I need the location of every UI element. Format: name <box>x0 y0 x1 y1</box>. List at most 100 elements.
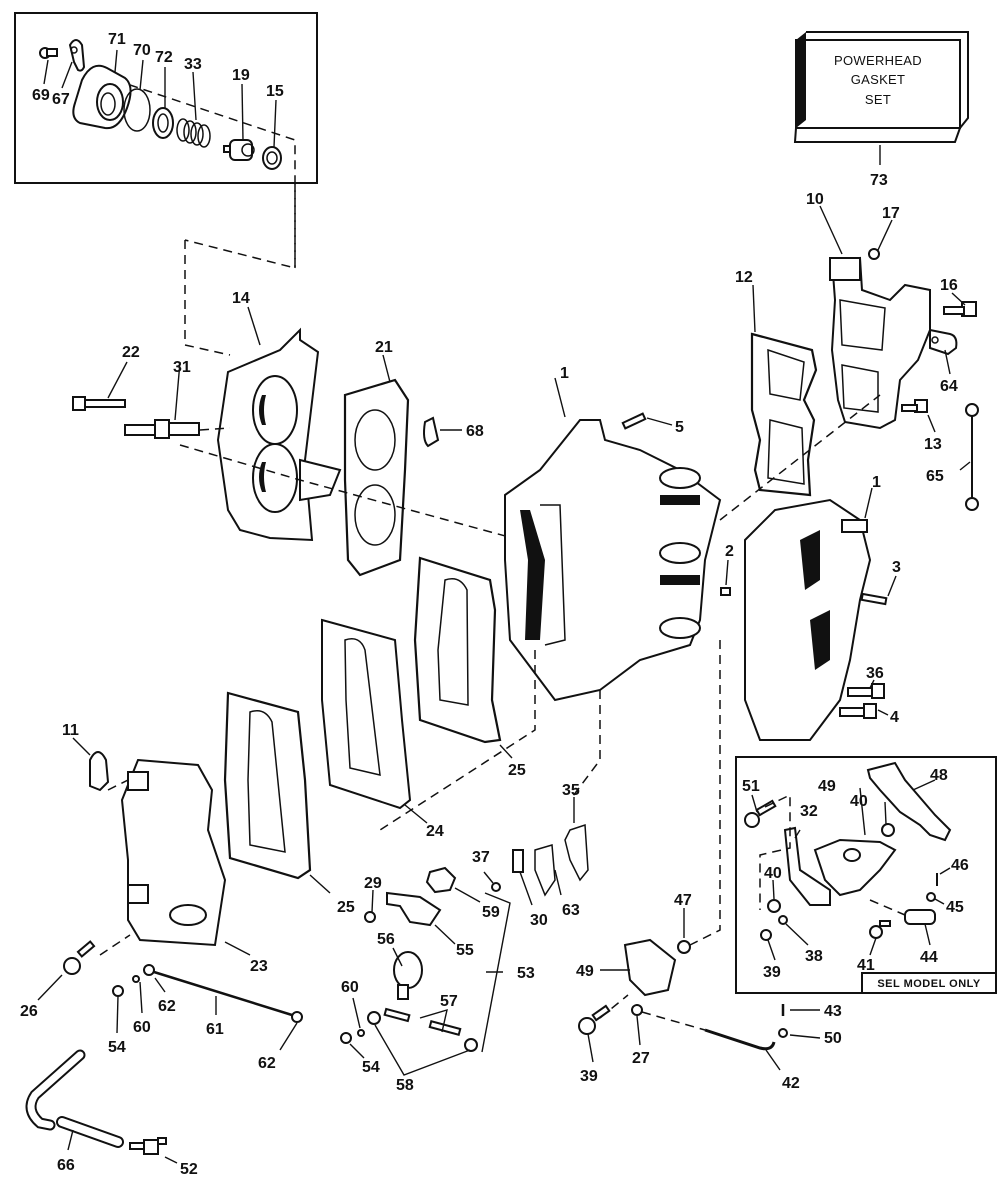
part-19-thermostat[interactable] <box>223 139 255 161</box>
part-55-bracket[interactable] <box>386 891 442 927</box>
inset-axis <box>114 79 296 268</box>
part-58-link-ends[interactable] <box>367 1011 478 1052</box>
callout-11: 11 <box>62 722 79 739</box>
callout-44: 44 <box>920 949 938 966</box>
part-36-screw[interactable] <box>847 683 885 699</box>
part-71-thermostat-cover[interactable] <box>72 64 132 130</box>
part-44-connector[interactable] <box>904 909 936 925</box>
part-15-gasket[interactable] <box>262 146 282 170</box>
part-70-o-ring[interactable] <box>123 88 151 132</box>
kit-line-2: GASKET <box>851 72 906 87</box>
part-3-dowel-pin[interactable] <box>860 592 888 606</box>
callout-54-b: 54 <box>108 1039 126 1056</box>
part-16-screw[interactable] <box>943 301 977 317</box>
callout-29: 29 <box>364 875 382 892</box>
callout-60-a: 60 <box>341 979 359 996</box>
callout-71: 71 <box>108 31 126 48</box>
callout-59: 59 <box>482 904 500 921</box>
inset-frame <box>14 12 318 184</box>
part-54-screw-b[interactable] <box>112 985 124 997</box>
part-21-head-gasket[interactable] <box>343 378 410 577</box>
part-30-clip[interactable] <box>512 849 524 873</box>
callout-61: 61 <box>206 1021 224 1038</box>
part-14-cylinder-head[interactable] <box>216 327 342 542</box>
part-54-screw-a[interactable] <box>340 1032 352 1044</box>
part-69-screw[interactable] <box>39 47 58 59</box>
part-65-link-rod[interactable] <box>965 403 979 511</box>
part-47-nut[interactable] <box>677 940 691 954</box>
part-17-nut[interactable] <box>868 248 880 260</box>
callout-47: 47 <box>674 892 692 909</box>
part-25-inner-exhaust-gasket[interactable] <box>413 556 502 744</box>
part-29-screw[interactable] <box>364 911 376 923</box>
part-13-screw[interactable] <box>901 399 928 413</box>
callout-62-b: 62 <box>258 1055 276 1072</box>
part-49-sel-lever[interactable] <box>813 838 897 897</box>
part-10-intake-manifold[interactable] <box>829 256 931 430</box>
part-59-nut[interactable] <box>425 866 457 894</box>
callout-53: 53 <box>517 965 535 982</box>
callout-48: 48 <box>930 767 948 784</box>
part-49-throttle-cam[interactable] <box>623 938 677 997</box>
part-68-clip[interactable] <box>423 416 440 448</box>
part-12-reed-plate-gasket[interactable] <box>750 332 818 497</box>
callout-55: 55 <box>456 942 474 959</box>
part-66-hose[interactable] <box>25 1049 124 1148</box>
part-24-exhaust-cover-plate[interactable] <box>321 618 412 810</box>
part-41-pin[interactable] <box>869 920 891 939</box>
part-23-exhaust-cover[interactable] <box>120 758 227 947</box>
part-35-bracket[interactable] <box>564 823 589 882</box>
callout-68: 68 <box>466 423 484 440</box>
part-56-choke-solenoid[interactable] <box>393 951 423 1000</box>
part-57-link[interactable] <box>383 1007 462 1037</box>
callout-62-a: 62 <box>158 998 176 1015</box>
part-11-clamp[interactable] <box>89 751 110 792</box>
part-25-outer-exhaust-gasket[interactable] <box>223 691 312 880</box>
gasket-set-kit[interactable]: POWERHEAD GASKET SET 73 <box>793 31 969 189</box>
part-60-nut-b[interactable] <box>132 975 140 983</box>
part-26-screw[interactable] <box>63 940 96 975</box>
part-48-lever[interactable] <box>866 761 952 842</box>
part-22-bolt[interactable] <box>72 396 126 411</box>
part-40-nut-bottom[interactable] <box>767 899 781 913</box>
part-39-screw-a[interactable] <box>578 1004 611 1035</box>
part-1-crankcase[interactable] <box>744 498 872 741</box>
callout-25-outer: 25 <box>337 899 355 916</box>
part-37-screw[interactable] <box>491 882 501 892</box>
callout-25-inner: 25 <box>508 762 526 779</box>
part-2-pin[interactable] <box>720 587 731 596</box>
part-64-clamp[interactable] <box>929 328 958 356</box>
callout-4: 4 <box>890 709 899 726</box>
part-5-dowel-pin[interactable] <box>621 412 647 430</box>
cylinder-head-group: 14 22 31 21 68 <box>72 290 521 577</box>
part-60-nut-a[interactable] <box>357 1029 365 1037</box>
part-45-washer[interactable] <box>926 892 936 902</box>
part-31-spark-plug[interactable] <box>124 419 200 439</box>
part-39-sel-screw[interactable] <box>760 929 772 941</box>
part-63-bracket[interactable] <box>534 844 556 897</box>
part-32-bracket[interactable] <box>783 826 831 906</box>
part-4-screw[interactable] <box>839 703 877 719</box>
part-40-nut-top[interactable] <box>881 823 895 837</box>
part-42-rod[interactable] <box>704 1028 776 1051</box>
part-1-cylinder-block[interactable] <box>504 419 722 702</box>
part-61-link-rod[interactable] <box>143 964 303 1023</box>
callout-45: 45 <box>946 899 964 916</box>
thermostat-inset: 69 67 71 70 72 33 19 15 <box>14 12 318 268</box>
callout-49-main: 49 <box>576 963 594 980</box>
kit-line-3: SET <box>865 92 891 107</box>
part-38-washer[interactable] <box>778 915 788 925</box>
part-72-seal[interactable] <box>152 107 174 139</box>
part-52-fitting[interactable] <box>129 1137 167 1155</box>
part-27-nut[interactable] <box>631 1004 643 1016</box>
lower-right-group: 47 49 39 27 42 43 50 <box>576 892 842 1092</box>
callout-5: 5 <box>675 419 684 436</box>
part-33-spring[interactable] <box>176 118 211 148</box>
callout-12: 12 <box>735 269 753 286</box>
callout-32: 32 <box>800 803 818 820</box>
part-67-clip[interactable] <box>68 39 86 72</box>
callout-31: 31 <box>173 359 191 376</box>
part-50-washer[interactable] <box>778 1028 788 1038</box>
callout-58: 58 <box>396 1077 414 1094</box>
